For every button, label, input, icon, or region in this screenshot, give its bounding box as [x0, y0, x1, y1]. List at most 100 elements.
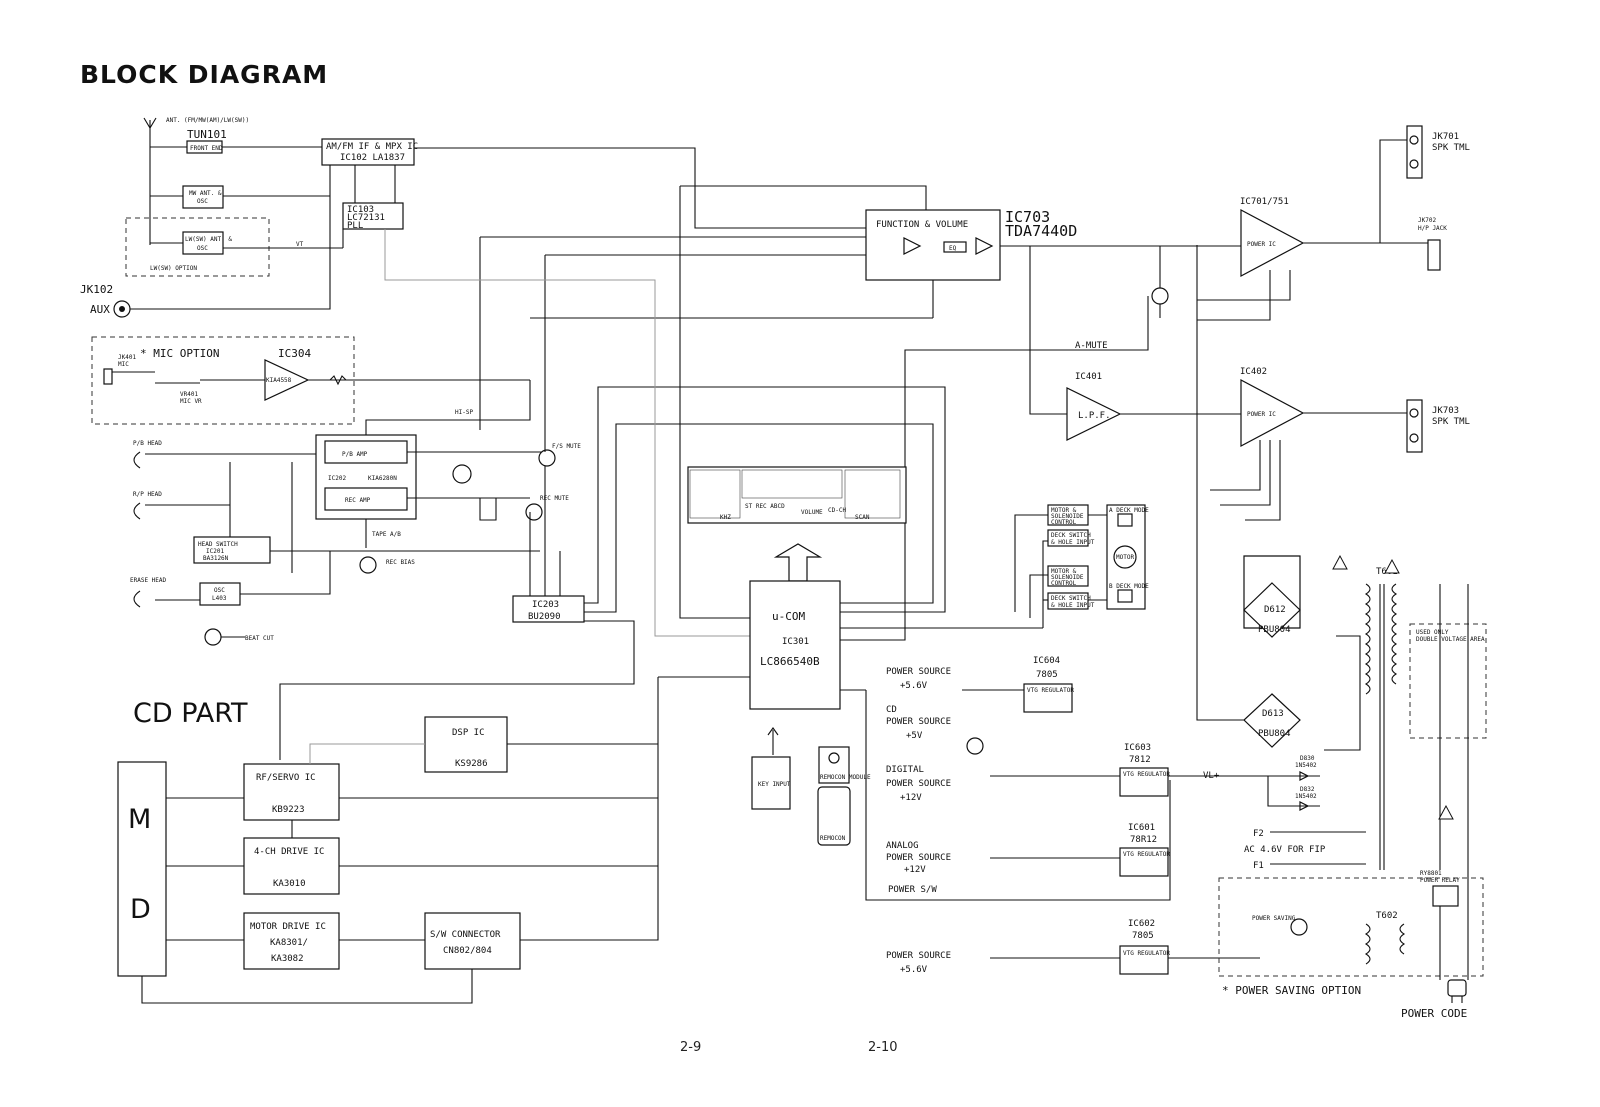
ps2-label1: POWER SOURCE	[886, 951, 951, 961]
t601-primary	[1364, 583, 1371, 695]
tape-ab-label: TAPE A/B	[372, 531, 401, 538]
page-title: BLOCK DIAGRAM	[80, 60, 329, 89]
ic602-part: 7805	[1132, 931, 1154, 941]
sw-connector-part: CN802/804	[443, 946, 492, 956]
d613-label: D613	[1262, 709, 1284, 719]
jk102-label: JK102	[80, 283, 113, 296]
ic401-label: IC401	[1075, 372, 1102, 382]
ps1-label1: POWER SOURCE	[886, 667, 951, 677]
function-volume-section: FUNCTION & VOLUME IC703 TDA7440D EQ	[384, 185, 1243, 637]
motor-sol-a-2: SOLENOIDE	[1051, 513, 1084, 520]
ic201-label: IC201	[206, 548, 224, 555]
ucom-line2: IC301	[782, 637, 809, 647]
ic202-part: KIA6280N	[368, 475, 397, 482]
4ch-drive-label: 4-CH DRIVE IC	[254, 847, 324, 857]
d612-label: D612	[1264, 605, 1286, 615]
cd-ps-label3: +5V	[906, 731, 923, 741]
vt-label: VT	[296, 241, 304, 248]
pll-part: LC72131	[347, 213, 385, 223]
b-deck-solenoid	[1117, 589, 1133, 603]
warning-icon	[1384, 558, 1400, 574]
output-section: IC701/751 POWER IC JK701 SPK TML JK702 H…	[840, 125, 1470, 721]
hi-sp-transistor	[452, 464, 472, 484]
dsp-ic-block	[424, 716, 508, 773]
key-input-block	[751, 756, 791, 810]
ac-label: AC 4.6V FOR FIP	[1244, 845, 1326, 855]
power-saving-option: * POWER SAVING OPTION	[1222, 984, 1361, 997]
power-plug	[1447, 979, 1467, 997]
warning-icon-3	[1438, 804, 1454, 820]
lpf-label: L.P.F.	[1078, 411, 1111, 421]
motor-drive-part1: KA8301/	[270, 938, 308, 948]
motor-drive-label: MOTOR DRIVE IC	[250, 922, 326, 932]
jk701-jack	[1406, 125, 1423, 179]
deck-sw-a-2: & HOLE INPUT	[1051, 539, 1095, 546]
mic-jack	[103, 368, 113, 385]
page-number-right: 2-10	[868, 1040, 898, 1055]
f2-label: F2	[1253, 829, 1264, 839]
beat-cut-transistor	[204, 628, 222, 646]
tuner-section: ANT. (FM/MW(AM)/LW(SW)) TUN101 FRONT END…	[125, 117, 866, 277]
beat-cut-label: BEAT CUT	[245, 635, 274, 642]
jk703-pin1	[1409, 408, 1419, 418]
display-lines: ST REC ABCD	[745, 503, 785, 510]
mw-osc-block	[182, 185, 224, 209]
power-saving-frame	[1218, 877, 1484, 977]
ic703-part: TDA7440D	[1005, 222, 1077, 240]
rec-bias-label: REC BIAS	[386, 559, 415, 566]
ic202-label: IC202	[328, 475, 346, 482]
ic203-part: BU2090	[528, 612, 561, 622]
ic604-regulator	[1023, 683, 1073, 713]
rf-servo-label: RF/SERVO IC	[256, 773, 316, 783]
power-relay	[1432, 885, 1459, 907]
deck-sw-a-block	[1047, 529, 1089, 547]
ic602-regulator	[1119, 945, 1169, 975]
dig-label2: POWER SOURCE	[886, 779, 951, 789]
lw-option-frame	[125, 217, 270, 277]
motor-sol-a-3: CONTROL	[1051, 519, 1077, 526]
pb-head-symbol	[133, 451, 141, 469]
dsp-ic-part: KS9286	[455, 759, 488, 769]
mic-vr-label2: MIC VR	[180, 398, 202, 405]
t602-secondary	[1399, 923, 1406, 955]
key-input-label: KEY INPUT	[758, 781, 791, 788]
aux-jack: JK102 AUX	[80, 196, 331, 318]
relay-label1: RY8801	[1420, 870, 1442, 877]
mic-option-label: * MIC OPTION	[140, 347, 219, 360]
power-saving-transistor	[1290, 918, 1308, 936]
ic601-regulator	[1119, 847, 1169, 877]
rf-servo-part: KB9223	[272, 805, 305, 815]
ic402-label: IC402	[1240, 367, 1267, 377]
deck-control: MOTOR & SOLENOIDE CONTROL DECK SWITCH & …	[1014, 504, 1149, 628]
rec-amp-block	[324, 487, 408, 511]
motor-symbol	[1113, 545, 1137, 569]
power-sw-label: POWER S/W	[888, 885, 937, 895]
hp-jack	[1427, 239, 1441, 271]
power-code-label: POWER CODE	[1401, 1007, 1467, 1020]
ucom-block	[749, 580, 841, 710]
ic304-label: IC304	[278, 347, 311, 360]
rec-mute-transistor	[525, 503, 543, 521]
ana-label3: +12V	[904, 865, 926, 875]
cd-mech-d: D	[130, 894, 151, 925]
mic-option-frame	[91, 336, 355, 425]
deck-sw-a-1: DECK SWITCH	[1051, 532, 1091, 539]
jk701-spk-label: SPK TML	[1432, 143, 1470, 153]
vl-label: VL+	[1203, 771, 1220, 781]
mic-jack-label1: JK401	[118, 354, 136, 361]
aux-dot	[119, 306, 125, 312]
erase-head-label: ERASE HEAD	[130, 577, 167, 584]
t601-secondary	[1391, 583, 1398, 685]
ic604-label: IC604	[1033, 656, 1060, 666]
dig-label1: DIGITAL	[886, 765, 924, 775]
cd-ps-label1: CD	[886, 705, 897, 715]
function-volume-label: FUNCTION & VOLUME	[876, 220, 968, 230]
power-ic-701	[1240, 209, 1305, 277]
mw-osc-line1: MW ANT. &	[189, 190, 222, 197]
ic603-part: 7812	[1129, 755, 1151, 765]
4ch-drive-part: KA3010	[273, 879, 306, 889]
jk703-jack	[1406, 399, 1423, 453]
d613-part: PBU804	[1258, 729, 1291, 739]
jk701-pin2	[1409, 159, 1419, 169]
motor-sol-b-2: SOLENOIDE	[1051, 574, 1084, 581]
